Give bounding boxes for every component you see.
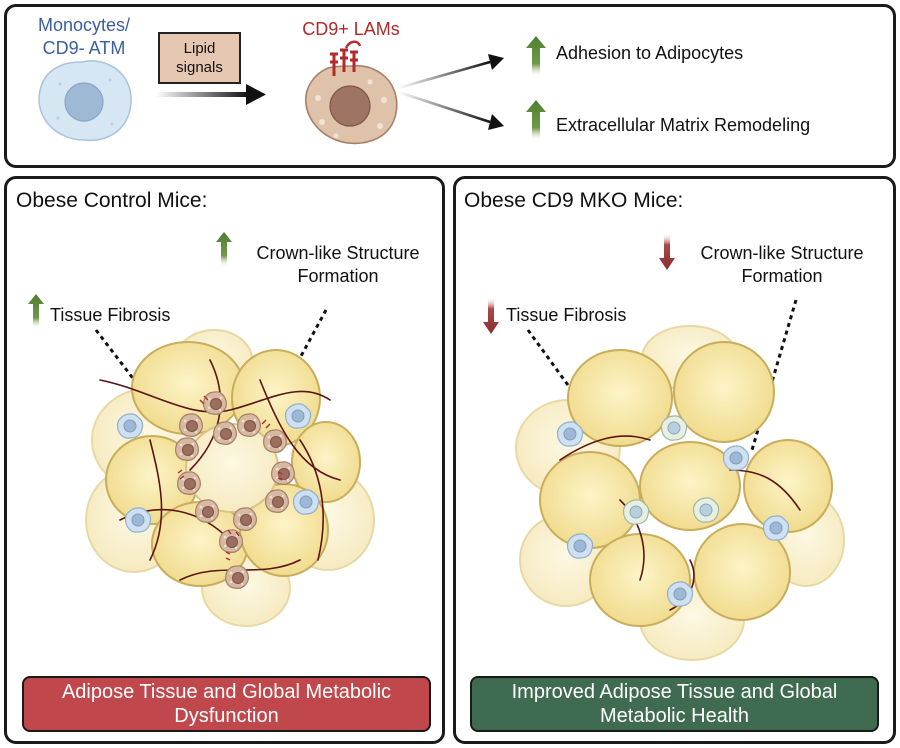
fibrosis-leader-line — [94, 329, 150, 399]
lipid-signals-box: Lipid signals — [158, 32, 241, 84]
down-arrow-icon — [483, 298, 499, 334]
right-fibrosis-label: Tissue Fibrosis — [506, 305, 627, 325]
monocyte-label: Monocytes/ CD9- ATM — [37, 15, 131, 58]
lam-label: CD9+ LAMs — [302, 19, 400, 39]
right-outcome-banner: Improved Adipose Tissue and Global Metab… — [470, 676, 879, 732]
up-arrow-icon — [526, 36, 546, 76]
left-outcome-banner: Adipose Tissue and Global Metabolic Dysf… — [22, 676, 431, 732]
up-arrow-icon — [526, 100, 546, 140]
differentiation-arrow-icon — [156, 84, 266, 105]
left-fibrosis-label: Tissue Fibrosis — [50, 305, 171, 325]
right-adipose-tissue-illustration — [515, 325, 845, 661]
lam-cell-icon — [304, 40, 398, 145]
effect-ecm-label: Extracellular Matrix Remodeling — [556, 115, 811, 135]
top-panel — [4, 4, 896, 168]
left-adipose-tissue-illustration — [85, 329, 375, 627]
monocyte-cell-icon — [38, 60, 132, 142]
down-arrow-icon — [659, 234, 675, 270]
right-crown-label: Crown-like Structure Formation — [700, 243, 864, 286]
effect-arrows-icon — [397, 54, 504, 130]
effect-adhesion-label: Adhesion to Adipocytes — [556, 43, 744, 63]
up-arrow-icon — [216, 232, 232, 266]
left-panel-title: Obese Control Mice: — [16, 189, 208, 212]
up-arrow-icon — [28, 294, 44, 328]
left-crown-label: Crown-like Structure Formation — [256, 243, 420, 286]
right-panel-title: Obese CD9 MKO Mice: — [464, 189, 684, 212]
